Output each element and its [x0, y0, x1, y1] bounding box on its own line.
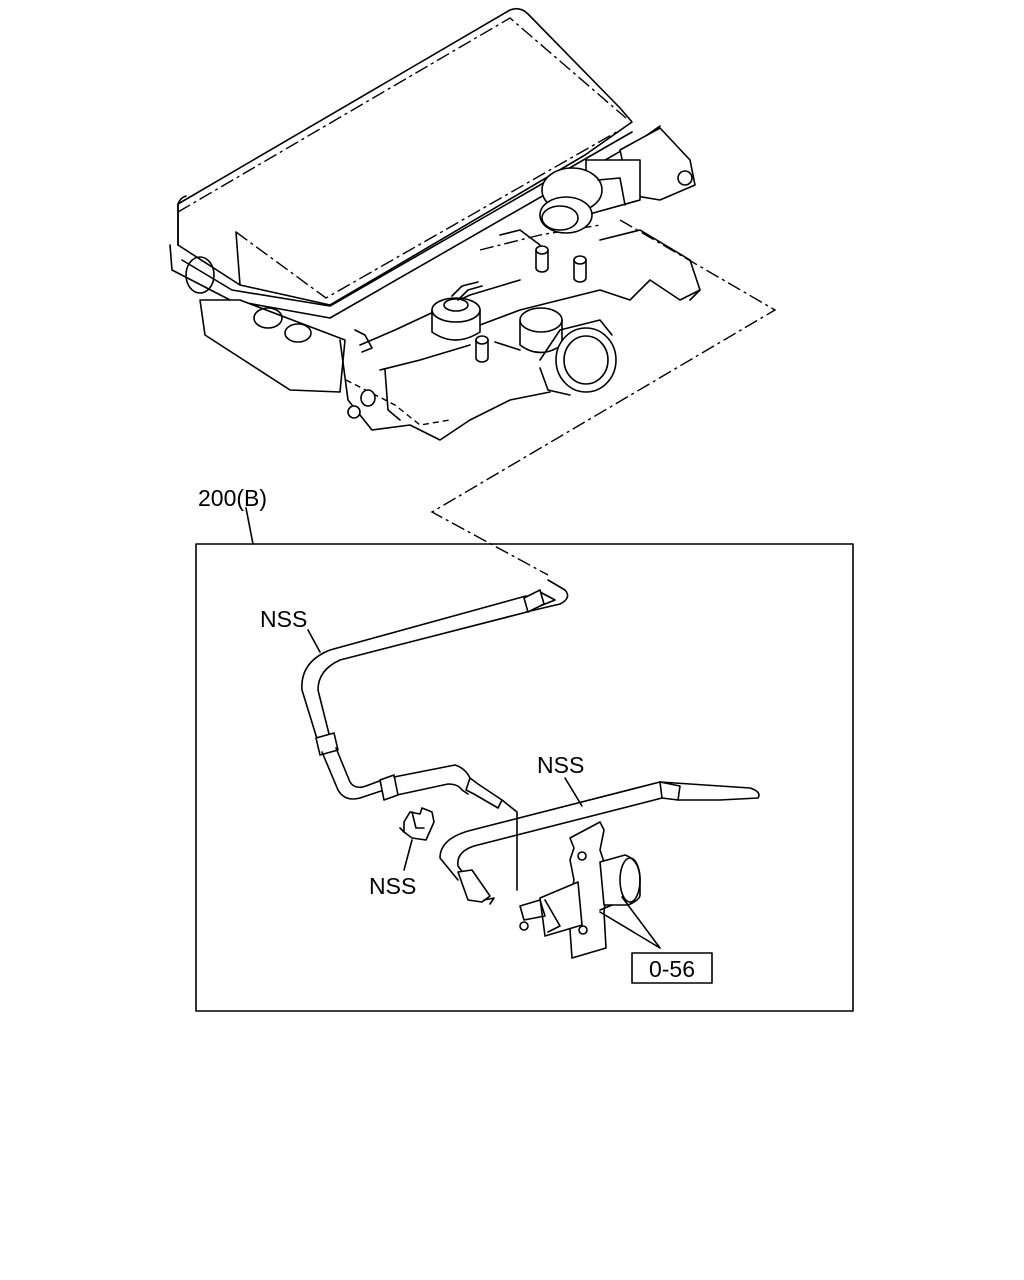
callout-nss-clip: NSS — [369, 873, 416, 899]
vacuum-pipe-lower — [439, 781, 760, 905]
callout-leader-lower-nss — [564, 777, 583, 807]
leader-line — [430, 219, 777, 576]
detail-frame — [195, 543, 854, 1012]
hose-clip — [399, 807, 435, 871]
vacuum-pipe-upper — [301, 579, 569, 891]
throttle-body — [494, 307, 617, 396]
part-ref-label: 0-56 — [649, 956, 695, 982]
part-ref-box — [631, 952, 713, 984]
vacuum-actuator-left — [431, 281, 483, 341]
egr-valve — [539, 127, 696, 234]
callout-leader-upper-nss — [307, 629, 321, 653]
callout-nss-pipe-lower: NSS — [537, 752, 584, 778]
callout-leader-part-ref — [599, 896, 661, 949]
vacuum-switching-valve — [519, 821, 641, 959]
detail-frame-leader — [245, 507, 254, 545]
engine-cylinder-head — [169, 7, 701, 441]
detail-ref-label: 200(B) — [198, 485, 267, 511]
callout-nss-pipe-upper: NSS — [260, 606, 307, 632]
cylinder-head-cover — [177, 7, 633, 306]
